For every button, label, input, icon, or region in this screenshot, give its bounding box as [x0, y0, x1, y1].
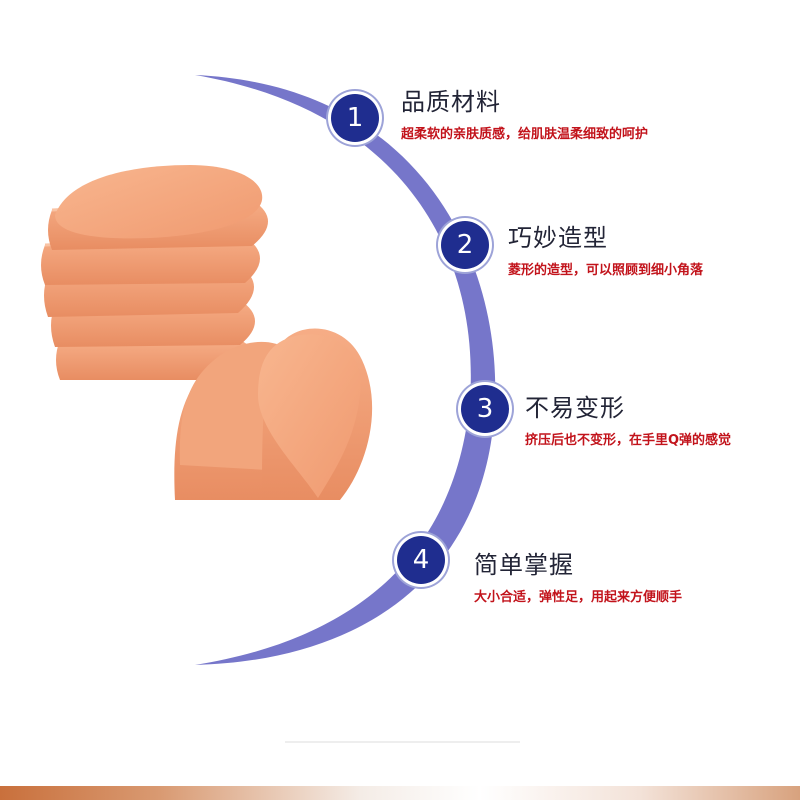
number-badge-3: 3	[461, 385, 509, 433]
feature-item-2: 巧妙造型 菱形的造型，可以照顾到细小角落	[508, 218, 703, 278]
feature-desc: 超柔软的亲肤质感，给肌肤温柔细致的呵护	[401, 127, 649, 142]
number-badge-1: 1	[331, 94, 379, 142]
feature-title: 不易变形	[525, 394, 625, 422]
feature-title: 简单掌握	[474, 551, 574, 579]
feature-title: 品质材料	[401, 88, 501, 116]
bottom-image-strip	[0, 786, 800, 800]
feature-item-4: 简单掌握 大小合适，弹性足，用起来方便顺手	[474, 545, 682, 605]
feature-desc: 大小合适，弹性足，用起来方便顺手	[474, 590, 683, 605]
number-badge-4: 4	[397, 536, 445, 584]
number-badge-2: 2	[441, 221, 489, 269]
sponge-stack	[41, 165, 268, 380]
feature-item-3: 不易变形 挤压后也不变形，在手里Q弹的感觉	[525, 388, 731, 448]
feature-desc: 菱形的造型，可以照顾到细小角落	[508, 263, 704, 278]
feature-item-1: 品质材料 超柔软的亲肤质感，给肌肤温柔细致的呵护	[401, 82, 648, 142]
sponge-pair	[174, 328, 373, 500]
feature-title: 巧妙造型	[508, 224, 608, 252]
feature-desc: 挤压后也不变形，在手里Q弹的感觉	[525, 433, 732, 448]
